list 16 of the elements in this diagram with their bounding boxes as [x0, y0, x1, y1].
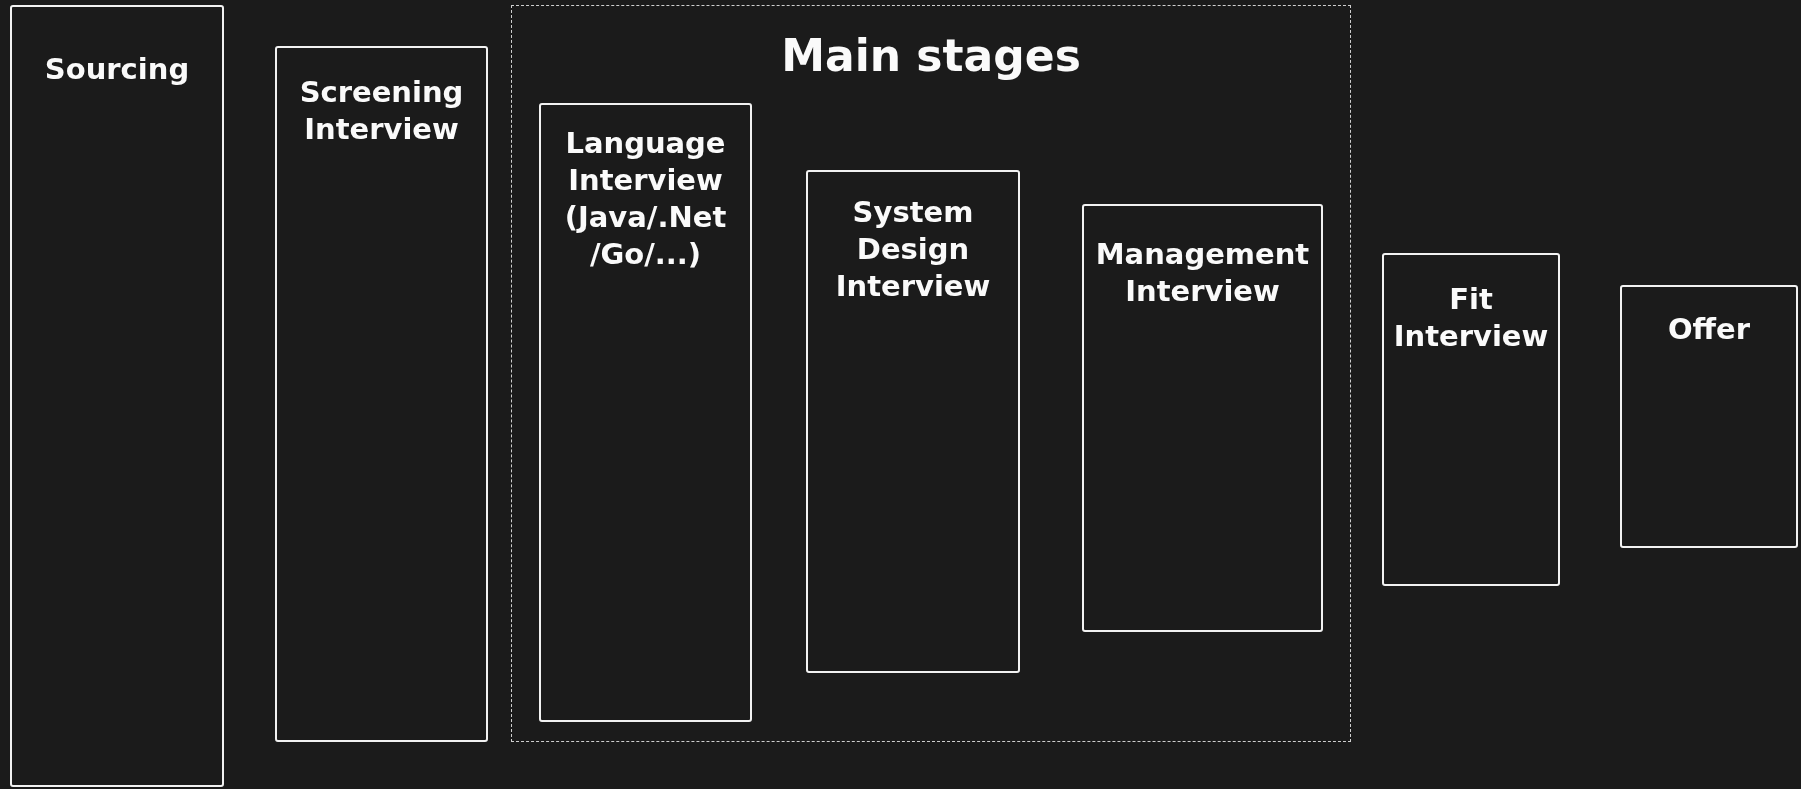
stage-title: System Design Interview — [834, 194, 992, 305]
stage-title: Sourcing — [43, 51, 191, 88]
stage-title: Screening Interview — [298, 74, 465, 148]
stage-title: Offer — [1666, 311, 1752, 348]
stage-column — [806, 170, 1020, 673]
stage-title: Fit Interview — [1392, 281, 1550, 355]
stage-title: Management Interview — [1094, 236, 1311, 310]
stage-column — [1382, 253, 1560, 586]
stage-column — [275, 46, 488, 742]
stage-title: Language Interview (Java/.Net /Go/...) — [563, 125, 728, 273]
stage-column — [1620, 285, 1798, 548]
stage-column — [10, 5, 224, 787]
stage-column — [539, 103, 752, 722]
group-title: Main stages — [780, 30, 1082, 82]
stage-column — [1082, 204, 1323, 632]
stage-group-frame — [511, 5, 1351, 742]
